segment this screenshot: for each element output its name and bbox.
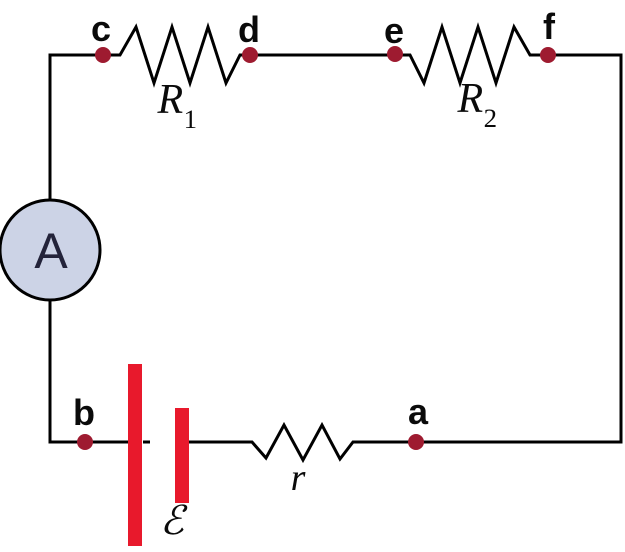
r2-symbol: R	[457, 75, 484, 122]
node-label-e: e	[383, 10, 405, 51]
node-dot-e	[387, 46, 403, 62]
ammeter-circle	[0, 198, 102, 302]
ammeter-label: A	[34, 223, 68, 279]
r1-subscript: 1	[183, 104, 198, 135]
node-dot-f	[540, 47, 556, 63]
node-dot-b	[77, 434, 93, 450]
node-label-f: f	[543, 6, 555, 47]
node-label-d: d	[238, 9, 260, 50]
internal-resistance-label: r	[290, 457, 306, 499]
node-dot-c	[95, 47, 111, 63]
r2-subscript: 2	[483, 103, 498, 134]
node-label-a: a	[407, 391, 429, 432]
node-label-b: b	[73, 392, 95, 433]
wire-main-loop	[48, 22, 623, 464]
emf-label: ℰ	[159, 498, 185, 544]
wire-left-bottom	[48, 300, 128, 444]
battery-long-plate	[128, 364, 142, 546]
node-label-c: c	[90, 8, 112, 49]
resistor-label-r2: R2	[457, 75, 497, 132]
battery-short-plate	[175, 408, 189, 503]
r1-symbol: R	[157, 76, 184, 123]
resistor-label-r1: R1	[157, 76, 197, 133]
node-dot-d	[242, 47, 258, 63]
node-dot-a	[408, 434, 424, 450]
